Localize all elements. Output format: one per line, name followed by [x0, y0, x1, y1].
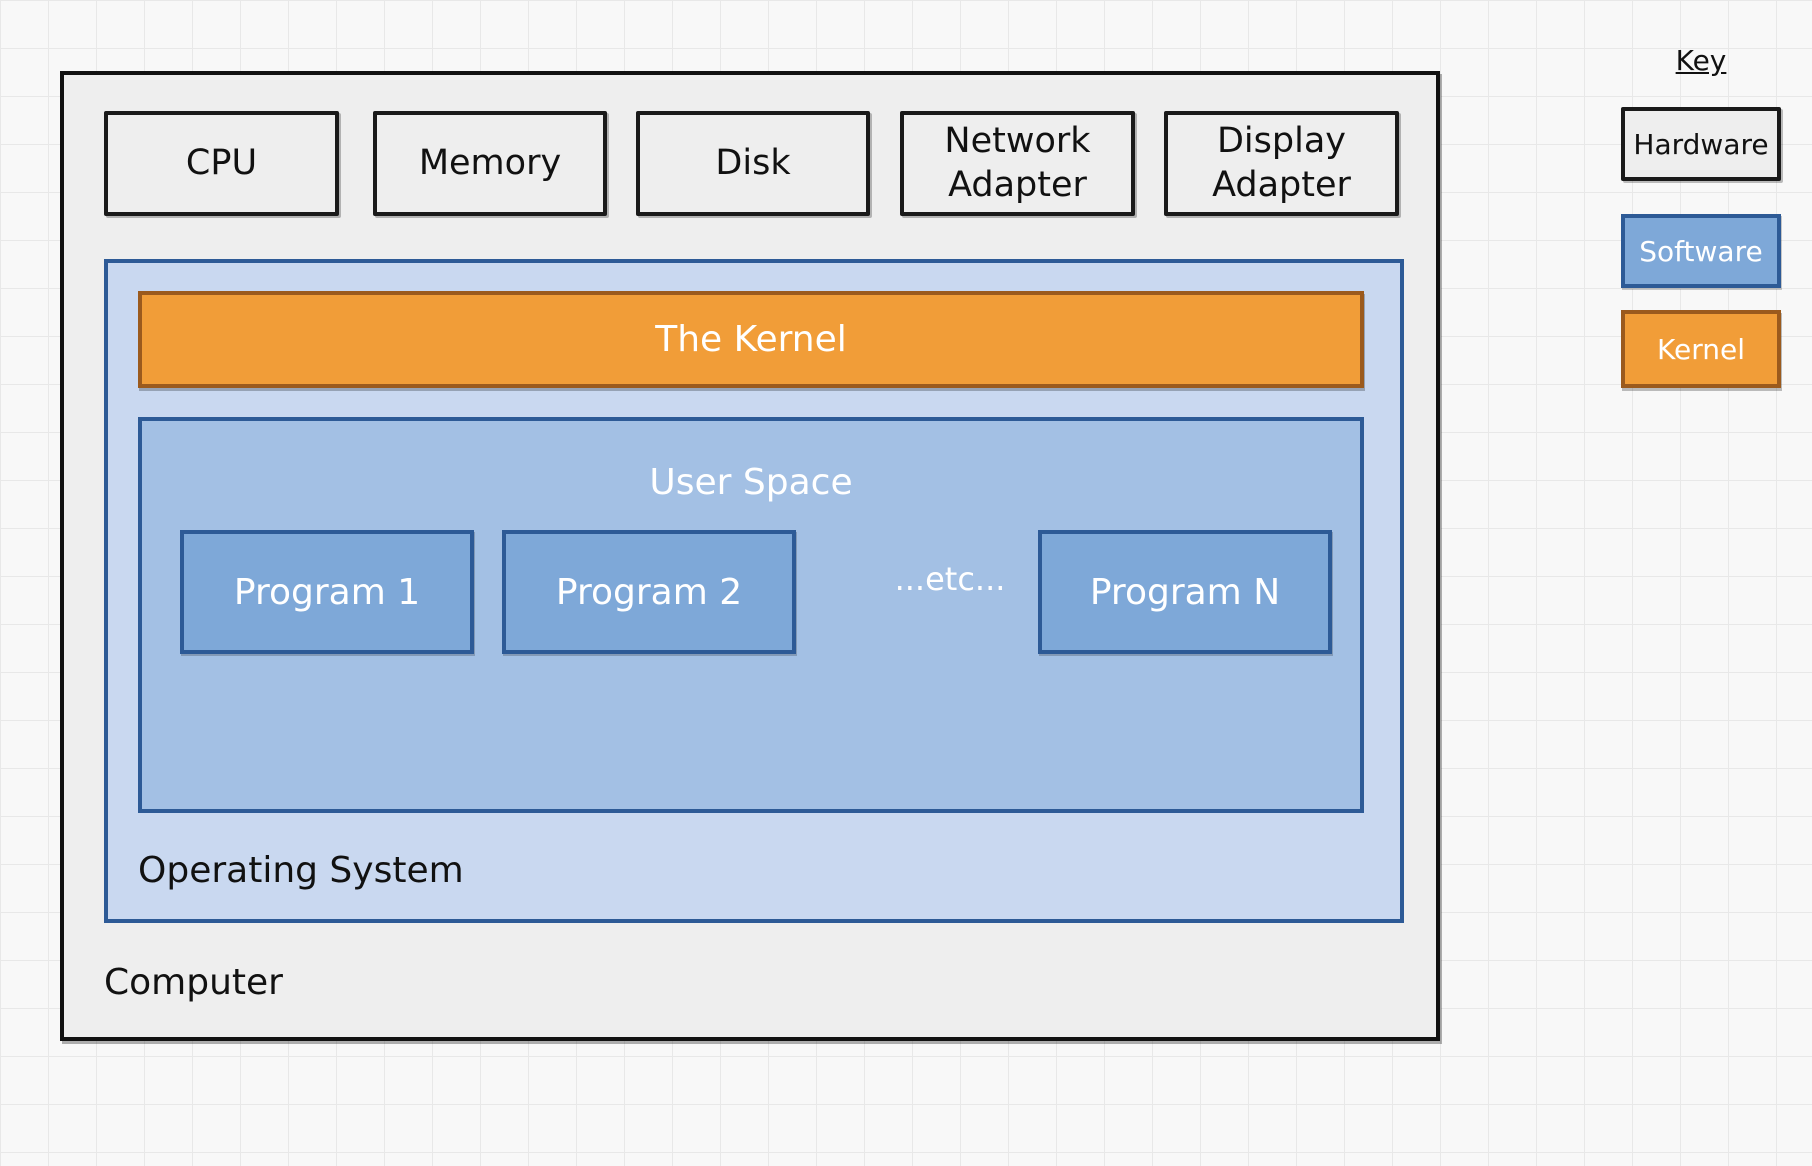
program-2-box: Program 2	[502, 530, 796, 654]
key-hardware: Hardware	[1621, 107, 1781, 181]
kernel-bar: The Kernel	[138, 291, 1364, 388]
hardware-disk: Disk	[636, 111, 870, 216]
program-n-box: Program N	[1038, 530, 1332, 654]
computer-label: Computer	[104, 962, 283, 1003]
etc-label: ...etc...	[894, 560, 1006, 598]
user-space-title: User Space	[649, 462, 853, 503]
hardware-memory: Memory	[373, 111, 607, 216]
program-1-box: Program 1	[180, 530, 474, 654]
hardware-network-adapter: Network Adapter	[900, 111, 1135, 216]
key-software: Software	[1621, 214, 1781, 288]
key-title: Key	[1675, 44, 1727, 77]
hardware-cpu: CPU	[104, 111, 339, 216]
key-kernel: Kernel	[1621, 310, 1781, 388]
operating-system-label: Operating System	[138, 850, 464, 891]
hardware-display-adapter: Display Adapter	[1164, 111, 1399, 216]
